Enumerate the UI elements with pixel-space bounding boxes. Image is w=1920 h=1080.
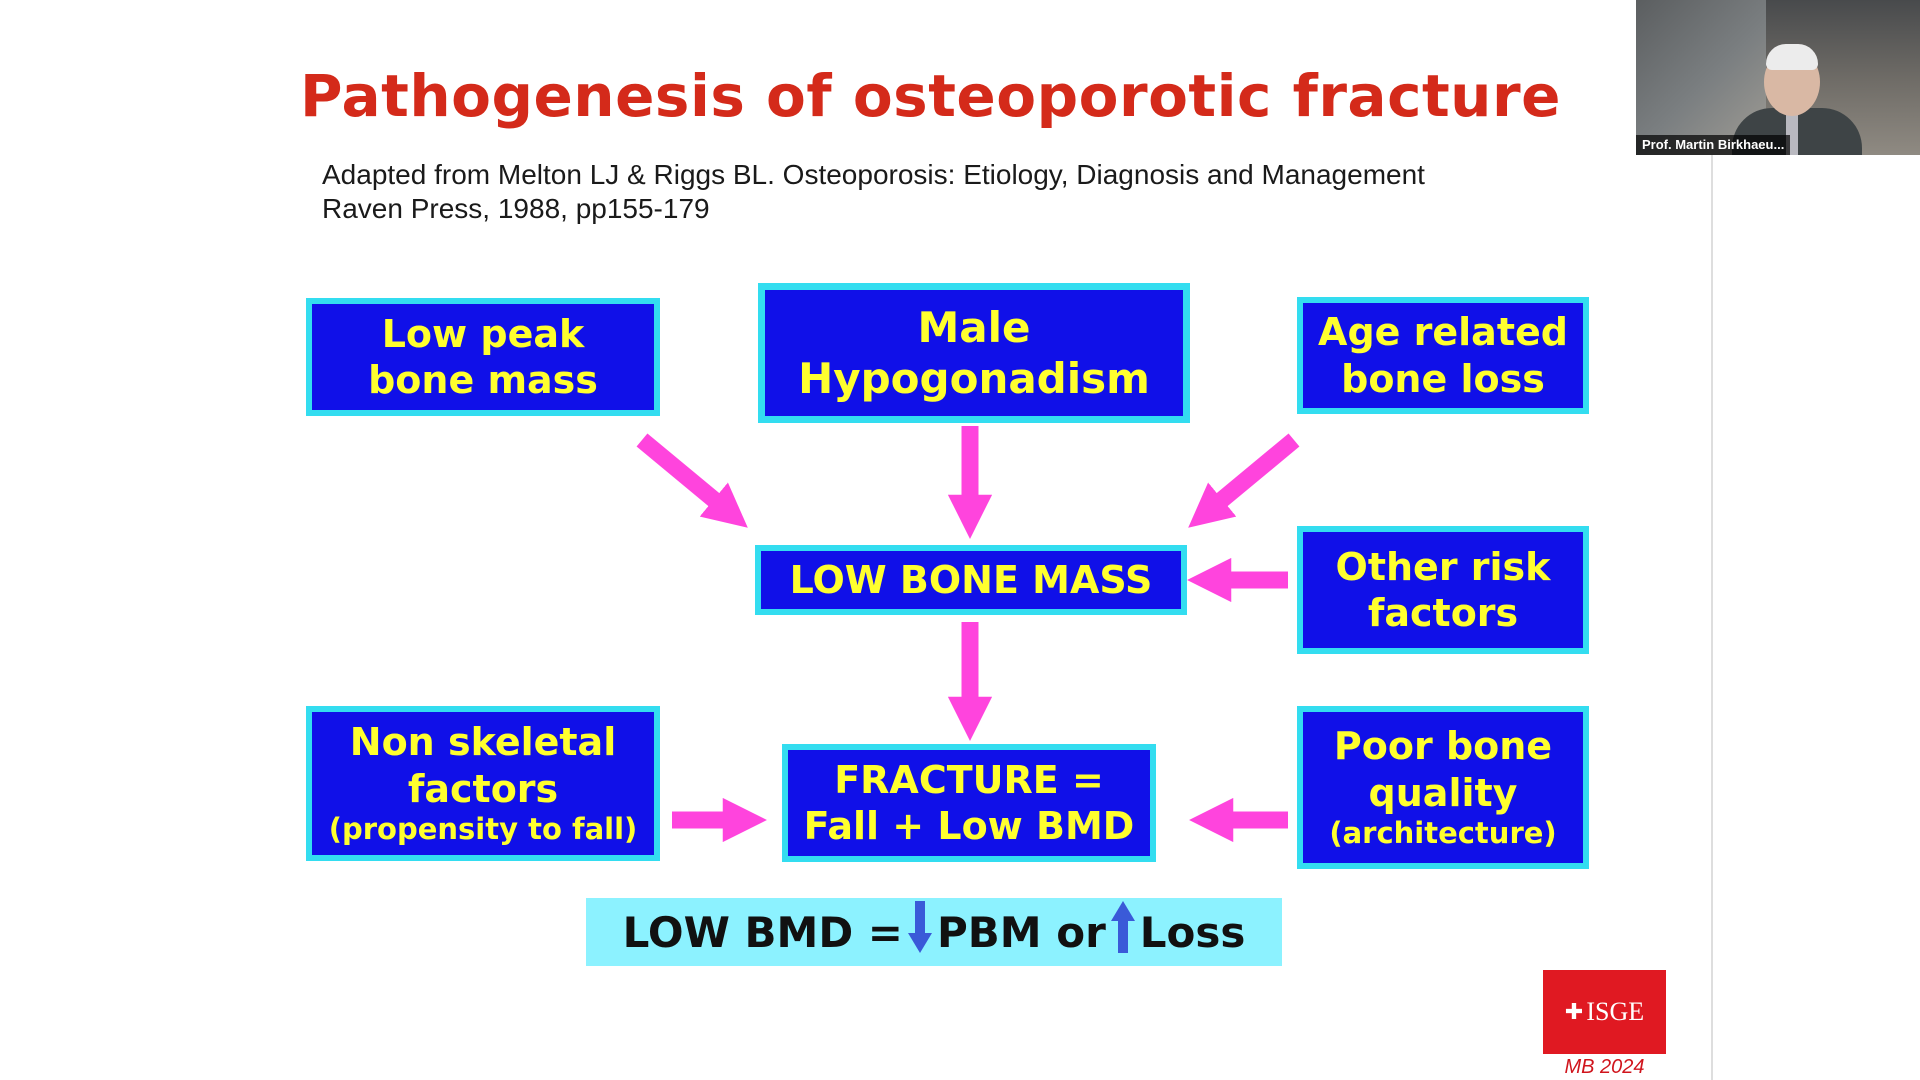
- box-line: bone loss: [1341, 356, 1545, 401]
- box-line: LOW BONE MASS: [789, 557, 1153, 602]
- box-fracture: FRACTURE = Fall + Low BMD: [782, 744, 1156, 862]
- box-male-hypogonadism: Male Hypogonadism: [758, 283, 1190, 423]
- box-line: Other risk: [1335, 544, 1551, 589]
- box-other-risk-factors: Other risk factors: [1297, 526, 1589, 654]
- isge-logo: ✚ ISGE: [1543, 970, 1666, 1054]
- cross-icon: ✚: [1564, 999, 1584, 1025]
- box-low-peak-bone-mass: Low peak bone mass: [306, 298, 660, 416]
- slide-title: Pathogenesis of osteoporotic fracture: [300, 62, 1561, 130]
- box-line: factors: [407, 766, 559, 811]
- panel-divider: [1711, 0, 1713, 1080]
- box-low-bone-mass: LOW BONE MASS: [755, 545, 1187, 615]
- arrow-age-to-low-bone-mass: [1188, 433, 1300, 528]
- arrow-up-icon: [1110, 899, 1136, 965]
- formula-part-1: LOW BMD =: [622, 907, 903, 957]
- speaker-video-tile[interactable]: Prof. Martin Birkhaeu...: [1636, 0, 1920, 155]
- footer-label: MB 2024: [1564, 1056, 1645, 1078]
- box-line: Age related: [1318, 310, 1568, 355]
- box-non-skeletal-factors: Non skeletal factors (propensity to fall…: [306, 706, 660, 861]
- low-bmd-formula: LOW BMD = PBM or Loss: [586, 898, 1282, 966]
- box-line: Fall + Low BMD: [803, 804, 1135, 848]
- citation-line-1: Adapted from Melton LJ & Riggs BL. Osteo…: [322, 159, 1425, 190]
- box-line: (propensity to fall): [328, 812, 638, 847]
- box-line: quality: [1368, 770, 1518, 815]
- formula-part-2: PBM or: [937, 907, 1106, 957]
- box-line: FRACTURE =: [834, 757, 1104, 802]
- box-line: Non skeletal: [349, 720, 617, 765]
- logo-text: ISGE: [1586, 997, 1645, 1026]
- formula-part-3: Loss: [1139, 907, 1246, 957]
- arrow-low-peak-to-low-bone-mass: [636, 433, 748, 528]
- box-line: Male: [917, 302, 1031, 352]
- box-line: Poor bone: [1333, 724, 1553, 769]
- box-poor-bone-quality: Poor bone quality (architecture): [1297, 706, 1589, 869]
- arrow-down-icon: [907, 899, 933, 965]
- citation-line-2: Raven Press, 1988, pp155-179: [322, 193, 710, 224]
- speaker-name-label: Prof. Martin Birkhaeu...: [1636, 135, 1791, 155]
- box-age-related-bone-loss: Age related bone loss: [1297, 297, 1589, 414]
- speaker-hair: [1766, 44, 1818, 70]
- box-line: Low peak: [381, 311, 585, 356]
- box-line: Hypogonadism: [798, 354, 1150, 403]
- box-line: (architecture): [1329, 816, 1557, 851]
- citation: Adapted from Melton LJ & Riggs BL. Osteo…: [322, 158, 1425, 226]
- box-line: bone mass: [368, 358, 598, 402]
- box-line: factors: [1367, 591, 1519, 635]
